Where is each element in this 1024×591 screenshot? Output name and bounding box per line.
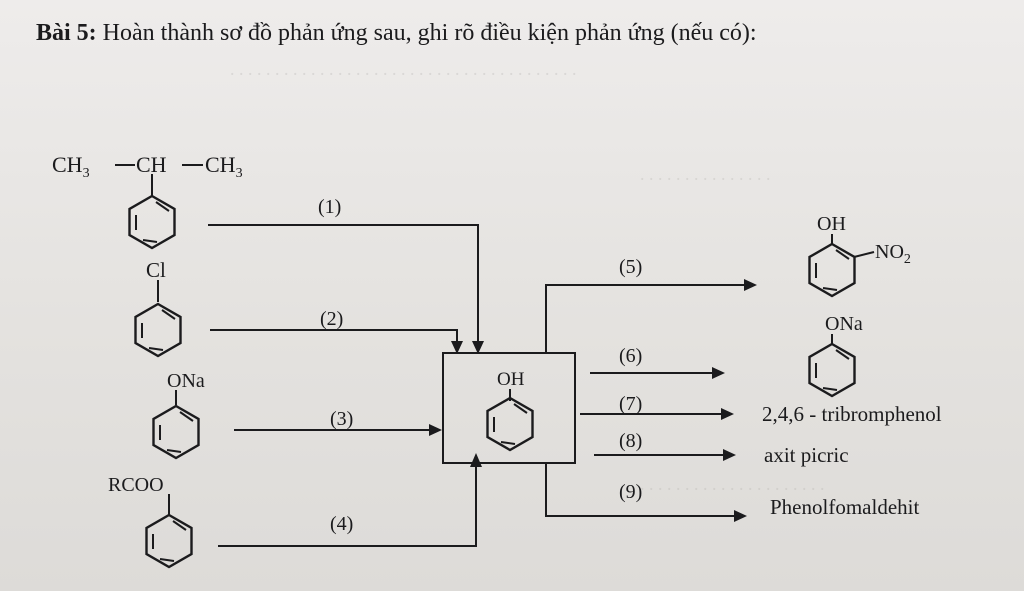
arrow-6 bbox=[590, 367, 725, 379]
step-label-6: (6) bbox=[619, 345, 642, 367]
step-label-7: (7) bbox=[619, 393, 642, 415]
step-label-2: (2) bbox=[320, 308, 343, 330]
step-label-1: (1) bbox=[318, 196, 341, 218]
cumene-ch3-left-subscript: 3 bbox=[83, 166, 90, 181]
phenoxide-ona-label: ONa bbox=[825, 313, 863, 335]
phenoxide-product-structure: ONa bbox=[808, 313, 863, 398]
exercise-instruction: Hoàn thành sơ đồ phản ứng sau, ghi rõ đi… bbox=[97, 20, 757, 46]
cumene-ch3-left: CH bbox=[52, 152, 83, 177]
step-label-4: (4) bbox=[330, 513, 353, 535]
sodium-phenoxide-ona-label: ONa bbox=[167, 370, 205, 392]
arrow-1 bbox=[208, 224, 484, 354]
product-picric-acid: axit picric bbox=[764, 443, 849, 467]
arrow-9 bbox=[545, 463, 747, 522]
phenyl-ester-rcoo-label: RCOO bbox=[108, 474, 164, 496]
svg-text:CH3: CH3 bbox=[205, 152, 243, 181]
sodium-phenoxide-structure: ONa bbox=[152, 370, 205, 460]
ortho-nitrophenol-structure: OH NO2 bbox=[808, 213, 911, 298]
exercise-title: Bài 5: Hoàn thành sơ đồ phản ứng sau, gh… bbox=[36, 20, 757, 46]
phenol-center-structure: OH bbox=[442, 352, 576, 464]
bleed-through-text-3: . . . . . . . . . . . . . . . . . . . . … bbox=[640, 474, 825, 494]
product-phenol-formaldehyde: Phenolfomaldehit bbox=[770, 495, 919, 519]
arrow-7 bbox=[580, 408, 734, 420]
chlorobenzene-structure: Cl bbox=[134, 258, 182, 358]
arrow-2 bbox=[210, 329, 463, 354]
phenyl-ester-structure: RCOO bbox=[108, 474, 193, 569]
nitrophenol-no2-subscript: 2 bbox=[904, 252, 911, 267]
cumene-ch3-right-subscript: 3 bbox=[236, 166, 243, 181]
chlorobenzene-cl-label: Cl bbox=[146, 258, 166, 282]
phenol-oh-label: OH bbox=[497, 369, 525, 390]
nitrophenol-oh-label: OH bbox=[817, 213, 846, 235]
bleed-through-text-1: . . . . . . . . . . . . . . . . . . . . … bbox=[230, 59, 577, 79]
bleed-through-text-2: . . . . . . . . . . . . . . . bbox=[640, 164, 771, 184]
phenol-box bbox=[442, 352, 576, 464]
arrow-5 bbox=[545, 279, 757, 353]
cumene-ch3-right: CH bbox=[205, 152, 236, 177]
step-label-8: (8) bbox=[619, 430, 642, 452]
arrow-4 bbox=[218, 453, 482, 547]
cumene-ch: CH bbox=[136, 152, 167, 177]
product-tribromophenol: 2,4,6 - tribromphenol bbox=[762, 402, 942, 426]
arrow-8 bbox=[594, 449, 736, 461]
step-label-5: (5) bbox=[619, 256, 642, 278]
arrow-3 bbox=[234, 424, 442, 436]
svg-text:NO2: NO2 bbox=[875, 241, 911, 267]
cumene-structure: CH3 CH CH3 bbox=[52, 152, 243, 250]
svg-text:CH3: CH3 bbox=[52, 152, 90, 181]
step-label-9: (9) bbox=[619, 481, 642, 503]
nitrophenol-no2-label: NO bbox=[875, 241, 904, 263]
exercise-number: Bài 5: bbox=[36, 20, 97, 46]
step-label-3: (3) bbox=[330, 408, 353, 430]
